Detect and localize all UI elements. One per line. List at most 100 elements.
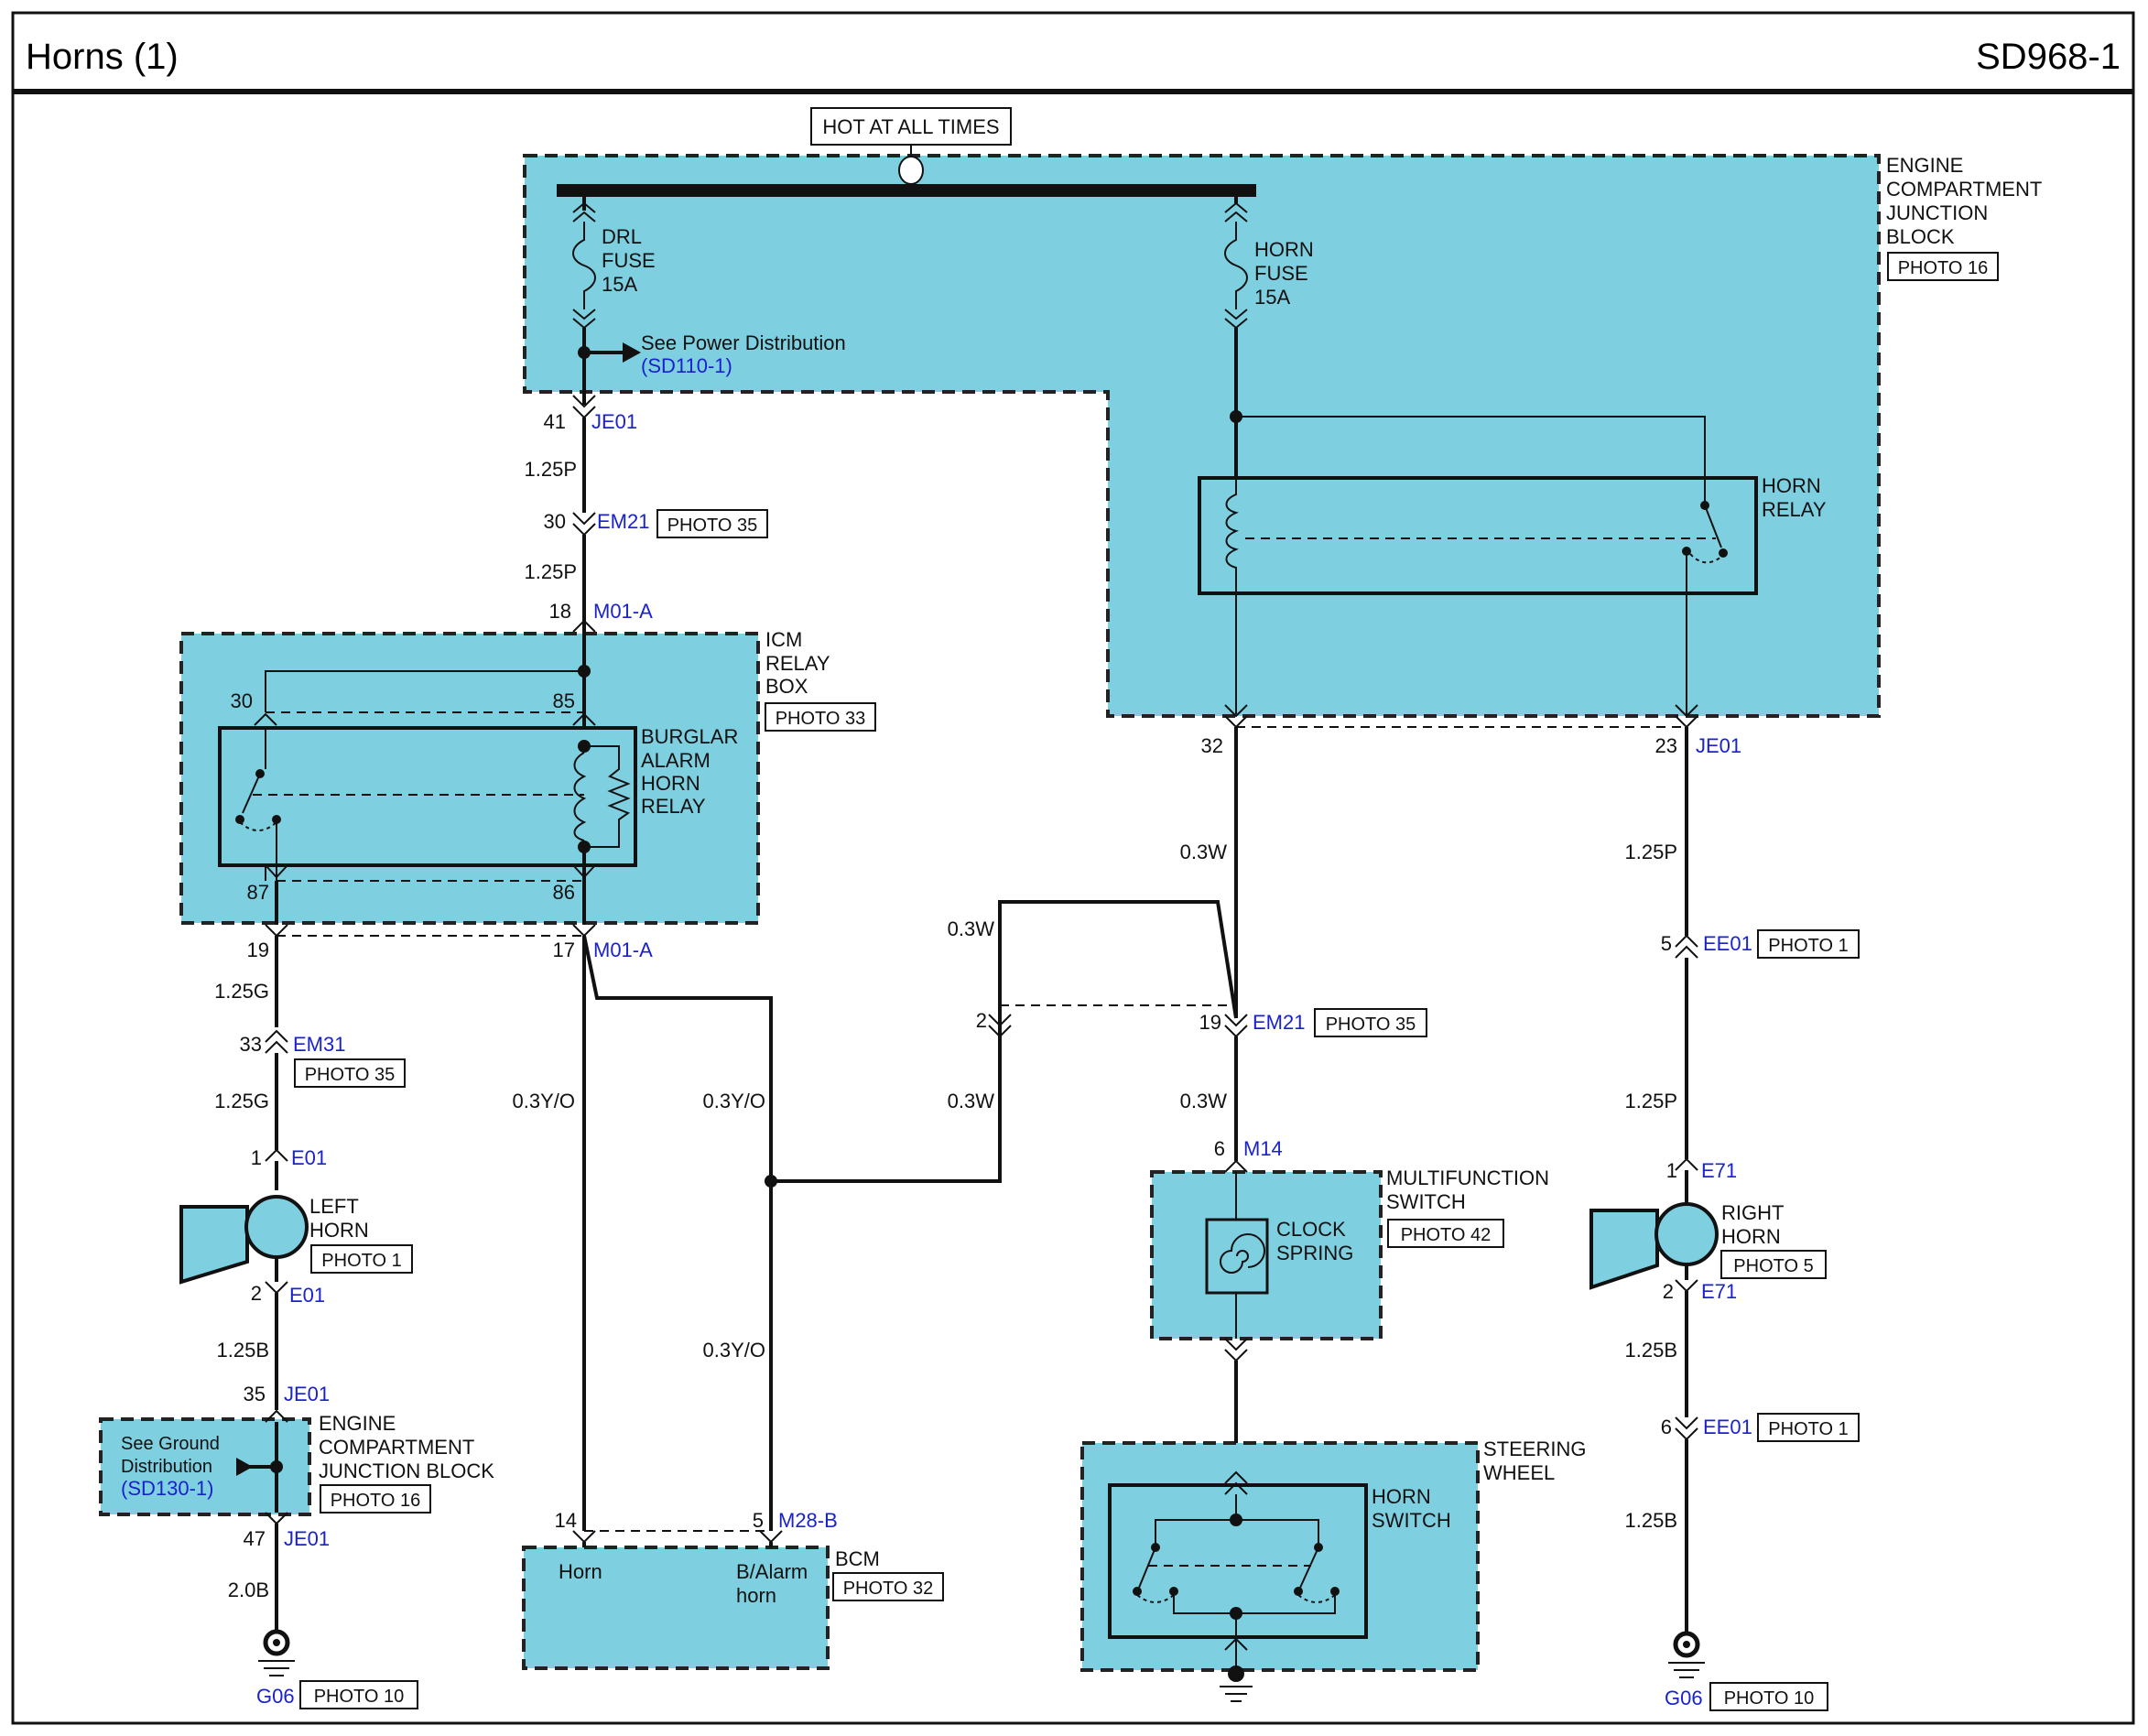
- power-source-node: [898, 156, 924, 185]
- ejb-photo: PHOTO 16: [1898, 258, 1989, 278]
- svg-text:85: 85: [553, 689, 575, 712]
- hot-at-all-times-tag: [810, 107, 1012, 146]
- ground-dist-link[interactable]: (SD130-1): [121, 1477, 213, 1500]
- diagram-frame: [11, 11, 2135, 1725]
- svg-text:JE01[interactable]: JE01: [1696, 734, 1741, 757]
- svg-text:M14[interactable]: M14: [1243, 1137, 1283, 1160]
- clock-spring-icon: [1220, 1233, 1265, 1274]
- svg-text:PHOTO 35: PHOTO 35: [1326, 1014, 1416, 1035]
- svg-text:JE01[interactable]: JE01: [284, 1527, 330, 1550]
- diagram-title: Horns (1): [26, 37, 179, 77]
- svg-text:1.25B: 1.25B: [1625, 1509, 1678, 1532]
- svg-text:PHOTO 35: PHOTO 35: [305, 1065, 396, 1085]
- svg-text:JE01[interactable]: JE01: [284, 1383, 330, 1405]
- svg-text:PHOTO 10: PHOTO 10: [1724, 1688, 1815, 1709]
- svg-text:1.25G: 1.25G: [214, 980, 269, 1003]
- svg-text:PHOTO 5: PHOTO 5: [1733, 1256, 1813, 1276]
- em21-30-connector-icon: [572, 512, 596, 537]
- bcm-balarm-pin: B/Alarm horn: [736, 1560, 813, 1607]
- power-bus-bar: [557, 184, 1256, 197]
- steering-label: STEERING WHEEL: [1483, 1438, 1592, 1484]
- bcm-box: [522, 1546, 830, 1670]
- horn-relay-coil-icon: [1225, 478, 1239, 714]
- svg-text:6: 6: [1661, 1416, 1672, 1438]
- svg-text:E01[interactable]: E01: [291, 1146, 327, 1169]
- svg-text:86: 86: [553, 881, 575, 904]
- ejb2-label: ENGINE COMPARTMENT JUNCTION BLOCK: [319, 1412, 494, 1482]
- svg-text:M01-A[interactable]: M01-A: [593, 939, 653, 961]
- svg-text:2.0B: 2.0B: [228, 1579, 269, 1601]
- svg-text:E01[interactable]: E01: [289, 1284, 325, 1307]
- ground-steering-icon: [1228, 1665, 1244, 1682]
- svg-text:E71[interactable]: E71: [1701, 1280, 1737, 1303]
- ee01-5-connector-icon: [1675, 934, 1698, 959]
- svg-text:PHOTO 16: PHOTO 16: [331, 1491, 421, 1511]
- icm-label: ICM RELAY BOX: [765, 628, 835, 698]
- svg-text:33: 33: [240, 1033, 262, 1056]
- left-horn-icon: [179, 1205, 249, 1285]
- svg-text:EM21[interactable]: EM21: [1253, 1011, 1305, 1034]
- svg-text:1: 1: [1666, 1159, 1677, 1182]
- svg-text:1.25P: 1.25P: [1625, 841, 1678, 863]
- svg-text:PHOTO 1: PHOTO 1: [1768, 936, 1848, 956]
- svg-text:PHOTO 10: PHOTO 10: [314, 1687, 405, 1707]
- drl-fuse-label: DRL FUSE 15A: [602, 225, 661, 296]
- svg-text:EE01[interactable]: EE01: [1703, 1416, 1752, 1438]
- svg-text:PHOTO 32: PHOTO 32: [843, 1579, 934, 1599]
- relay-coil-icon: [573, 752, 587, 841]
- svg-text:2: 2: [976, 1009, 987, 1032]
- horn-switch-label: HORN SWITCH: [1372, 1485, 1451, 1532]
- ejb-label: ENGINE COMPARTMENT JUNCTION BLOCK: [1886, 154, 2047, 248]
- bcm-label: BCM: [835, 1547, 880, 1570]
- svg-text:30: 30: [544, 510, 566, 533]
- svg-text:M28-B[interactable]: M28-B: [778, 1509, 838, 1532]
- burglar-alarm-relay: [218, 726, 637, 867]
- engine-junction-block-box: [523, 154, 1881, 718]
- svg-text:5: 5: [1661, 932, 1672, 955]
- svg-text:2: 2: [251, 1282, 262, 1305]
- drl-fuse-icon: [572, 222, 596, 309]
- power-dist-text: See Power Distribution: [641, 331, 846, 354]
- svg-text:0.3Y/O: 0.3Y/O: [703, 1090, 765, 1112]
- power-dist-link[interactable]: (SD110-1): [641, 354, 732, 377]
- svg-text:EM21[interactable]: EM21: [597, 510, 649, 533]
- svg-text:1.25P: 1.25P: [1625, 1090, 1678, 1112]
- svg-text:G06[interactable]: G06: [1665, 1687, 1703, 1709]
- ground-dist-arrow-icon: [236, 1458, 253, 1476]
- diagram-code: SD968-1: [1976, 37, 2121, 77]
- svg-text:5: 5: [753, 1509, 764, 1532]
- horn-relay: [1198, 476, 1758, 595]
- svg-text:1: 1: [251, 1146, 262, 1169]
- ejb-photo-tag: [1887, 252, 1999, 281]
- je01-link[interactable]: JE01: [591, 410, 637, 433]
- svg-text:PHOTO 33: PHOTO 33: [776, 709, 866, 729]
- svg-text:PHOTO 42: PHOTO 42: [1401, 1225, 1492, 1245]
- em31-connector-icon: [265, 1029, 288, 1054]
- horn-fuse-icon: [1224, 222, 1248, 309]
- svg-text:E71[interactable]: E71: [1701, 1159, 1737, 1182]
- svg-text:EM31[interactable]: EM31: [293, 1033, 345, 1056]
- svg-text:EE01[interactable]: EE01: [1703, 932, 1752, 955]
- svg-text:35: 35: [244, 1383, 266, 1405]
- steering-wheel-box: [1080, 1441, 1480, 1672]
- resistor-icon: [584, 745, 631, 848]
- svg-text:1.25P: 1.25P: [525, 458, 578, 481]
- svg-text:0.3W: 0.3W: [1180, 1090, 1228, 1112]
- svg-text:PHOTO 1: PHOTO 1: [1768, 1419, 1848, 1439]
- svg-text:30: 30: [231, 689, 253, 712]
- svg-text:1.25G: 1.25G: [214, 1090, 269, 1112]
- ground-dist-text: See Ground Distribution: [121, 1434, 224, 1477]
- svg-text:23: 23: [1655, 734, 1677, 757]
- svg-text:M01-A[interactable]: M01-A: [593, 600, 653, 623]
- drl-fuse-top-connector: [572, 201, 596, 222]
- horn-relay-label: HORN RELAY: [1762, 474, 1827, 521]
- svg-text:19: 19: [247, 939, 269, 961]
- svg-text:32: 32: [1201, 734, 1223, 757]
- svg-text:1.25P: 1.25P: [525, 560, 578, 583]
- svg-text:PHOTO 1: PHOTO 1: [321, 1251, 401, 1271]
- svg-text:6: 6: [1214, 1137, 1225, 1160]
- svg-text:1.25B: 1.25B: [1625, 1339, 1678, 1362]
- svg-text:G06[interactable]: G06: [256, 1685, 295, 1708]
